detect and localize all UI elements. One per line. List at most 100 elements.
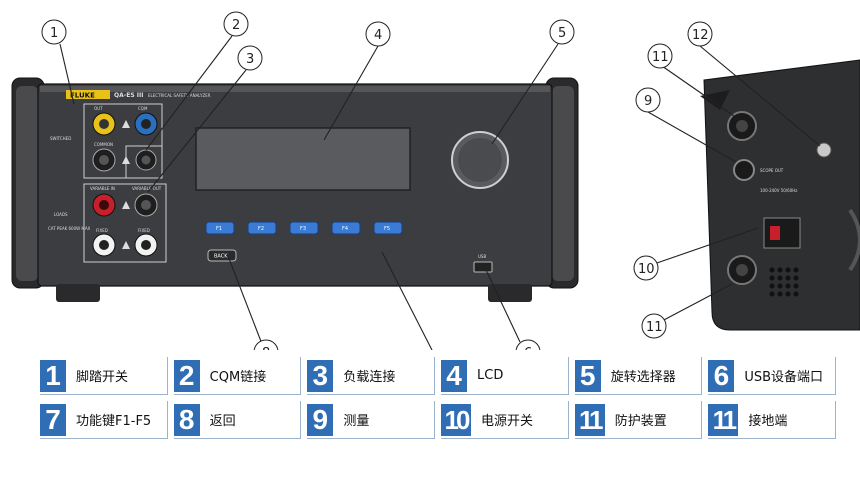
callout-circle — [647, 43, 673, 69]
callout-11-top: 11 — [652, 50, 669, 65]
jack-label-load-note: CAT PEAK 600W MAX — [48, 226, 91, 231]
legend-badge: 3 — [307, 359, 334, 392]
callout-circle — [223, 11, 249, 37]
guard-bottom-center — [736, 264, 748, 276]
jack-label-variable-in: VARIABLE IN — [90, 186, 115, 191]
model-text: QA-ES III — [114, 92, 143, 99]
callout-circle — [365, 21, 391, 47]
legend-item: 11 接地端 — [708, 401, 837, 439]
callout-9: 9 — [644, 94, 652, 109]
callout-4: 4 — [374, 28, 382, 43]
callout-circle — [687, 21, 713, 47]
fkey-f1-label: F1 — [216, 226, 222, 232]
jack-label-cqm: CQM — [138, 106, 148, 111]
jack-label-loads: LOADS — [54, 212, 68, 217]
legend-item: 6 USB设备端口 — [708, 357, 837, 395]
legend-label: 接地端 — [748, 414, 788, 429]
legend-item: 2 CQM链接 — [173, 357, 302, 395]
usb-label: USB — [478, 254, 486, 259]
callout-8: 8 — [262, 346, 270, 350]
blue-jack-hole — [141, 119, 151, 129]
usb-port[interactable] — [473, 261, 493, 273]
ground-terminal[interactable] — [816, 142, 832, 158]
panel-top-edge — [40, 86, 550, 92]
leader-lines — [59, 35, 821, 350]
jack-label-out: OUT — [94, 106, 103, 111]
function-keys: F1 F2 F3 F4 F5 — [205, 221, 403, 235]
callout-circle — [237, 45, 263, 71]
callout-circle — [633, 255, 659, 281]
left-handle-grip — [16, 86, 38, 281]
callout-1: 1 — [50, 26, 58, 41]
legend-badge: 8 — [173, 403, 200, 436]
subtitle-text: ELECTRICAL SAFETY ANALYZER — [148, 93, 211, 98]
legend-label: 旋转选择器 — [610, 370, 676, 385]
legend-label: 防护装置 — [614, 414, 667, 429]
callout-5: 5 — [558, 26, 566, 41]
switched-jack-group — [83, 103, 163, 179]
jack-label-variable-out: VARIABLE OUT — [132, 186, 162, 191]
front-foot-right — [488, 284, 532, 302]
black-jack-cqm-hole — [141, 155, 151, 165]
black-jack-variable-hole — [141, 200, 151, 210]
warning-icon — [122, 241, 130, 249]
legend-label: 电源开关 — [481, 414, 534, 429]
fkey-f1[interactable] — [205, 221, 235, 235]
vent-grille — [769, 267, 799, 297]
legend-item: 4 LCD — [441, 357, 569, 395]
legend-label: 测量 — [343, 414, 370, 429]
legend-label: 返回 — [209, 414, 236, 429]
callout-10: 10 — [638, 262, 655, 277]
callout-circle — [635, 87, 661, 113]
fkey-f5[interactable] — [373, 221, 403, 235]
callout-circle — [641, 313, 667, 339]
warning-icon — [122, 120, 130, 128]
fkey-f2-label: F2 — [258, 226, 264, 232]
callout-3: 3 — [246, 52, 254, 67]
legend-badge: 2 — [173, 359, 200, 392]
legend-label: 脚踏开关 — [76, 370, 129, 385]
callout-circle — [253, 339, 279, 350]
fkey-f5-label: F5 — [384, 226, 390, 232]
legend-badge: 11 — [708, 403, 739, 436]
callout-12: 12 — [692, 28, 709, 43]
legend-badge: 5 — [574, 359, 601, 392]
load-jack-group — [83, 183, 167, 263]
callout-11-bottom: 11 — [646, 320, 663, 335]
callout-2: 2 — [232, 18, 240, 33]
back-button-label: BACK — [214, 254, 228, 260]
legend-table: 1 脚踏开关 2 CQM链接 3 负载连接 4 LCD 5 旋转选择器 6 US… — [40, 357, 840, 445]
legend-row-1: 1 脚踏开关 2 CQM链接 3 负载连接 4 LCD 5 旋转选择器 6 US… — [40, 357, 840, 395]
legend-label: LCD — [477, 368, 504, 383]
legend-item: 5 旋转选择器 — [574, 357, 703, 395]
legend-item: 11 防护装置 — [574, 401, 703, 439]
legend-badge: 1 — [40, 359, 66, 392]
warning-icon — [122, 201, 130, 209]
rear-panel — [703, 59, 860, 331]
fkey-f3[interactable] — [289, 221, 319, 235]
fkey-f2[interactable] — [247, 221, 277, 235]
jack-label-fixed-left: FIXED — [96, 228, 108, 233]
legend-badge: 11 — [574, 403, 605, 436]
callouts: 1 2 3 4 5 6 7 8 9 10 11 11 12 — [41, 11, 713, 350]
legend-item: 9 测量 — [307, 401, 436, 439]
scope-out-port[interactable] — [733, 159, 755, 181]
legend-row-2: 7 功能键F1-F5 8 返回 9 测量 10 电源开关 11 防护装置 11 … — [40, 401, 840, 439]
front-panel-view: FLUKE QA-ES III ELECTRICAL SAFETY ANALYZ… — [11, 77, 579, 302]
legend-item: 3 负载连接 — [307, 357, 436, 395]
legend-label: 功能键F1-F5 — [76, 414, 152, 429]
yellow-jack-hole — [99, 119, 109, 129]
brand-text: FLUKE — [70, 92, 95, 100]
rear-edge — [700, 90, 730, 110]
legend-badge: 10 — [441, 403, 472, 436]
rotary-selector-cap — [458, 138, 502, 182]
fkey-f4[interactable] — [331, 221, 361, 235]
lcd-screen — [195, 127, 411, 191]
power-switch[interactable] — [763, 217, 801, 249]
black-jack-common-hole — [99, 155, 109, 165]
callout-circle — [515, 339, 541, 350]
legend-badge: 7 — [40, 403, 66, 436]
front-foot-left — [56, 284, 100, 302]
legend-item: 7 功能键F1-F5 — [40, 401, 168, 439]
guard-top-center — [736, 120, 748, 132]
